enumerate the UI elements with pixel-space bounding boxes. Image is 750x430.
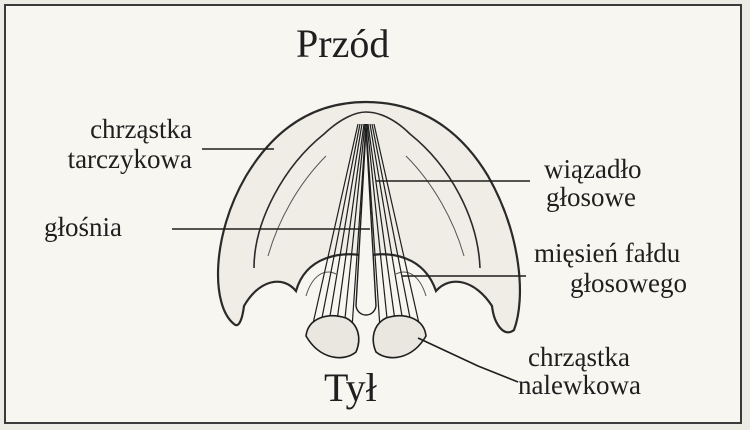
label-front: Przód <box>296 22 389 66</box>
label-thyroid-cartilage-2: tarczykowa <box>12 144 192 174</box>
label-back: Tył <box>324 366 377 410</box>
label-thyroid-cartilage-1: chrząstka <box>12 114 192 144</box>
label-glottis: głośnia <box>44 212 122 242</box>
label-vocal-ligament-1: wiązadło <box>544 154 641 184</box>
leader-arytenoid <box>418 338 518 382</box>
diagram-frame: Przód Tył chrząstka tarczykowa głośnia w… <box>4 4 742 424</box>
label-vocal-muscle-2: głosowego <box>570 268 687 298</box>
label-arytenoid-cartilage-1: chrząstka <box>528 342 630 372</box>
label-vocal-muscle-1: mięsień fałdu <box>534 238 680 268</box>
arytenoid-cartilage-right <box>373 316 426 358</box>
label-vocal-ligament-2: głosowe <box>546 182 636 212</box>
label-arytenoid-cartilage-2: nalewkowa <box>518 370 641 400</box>
arytenoid-cartilage-left <box>306 316 359 358</box>
